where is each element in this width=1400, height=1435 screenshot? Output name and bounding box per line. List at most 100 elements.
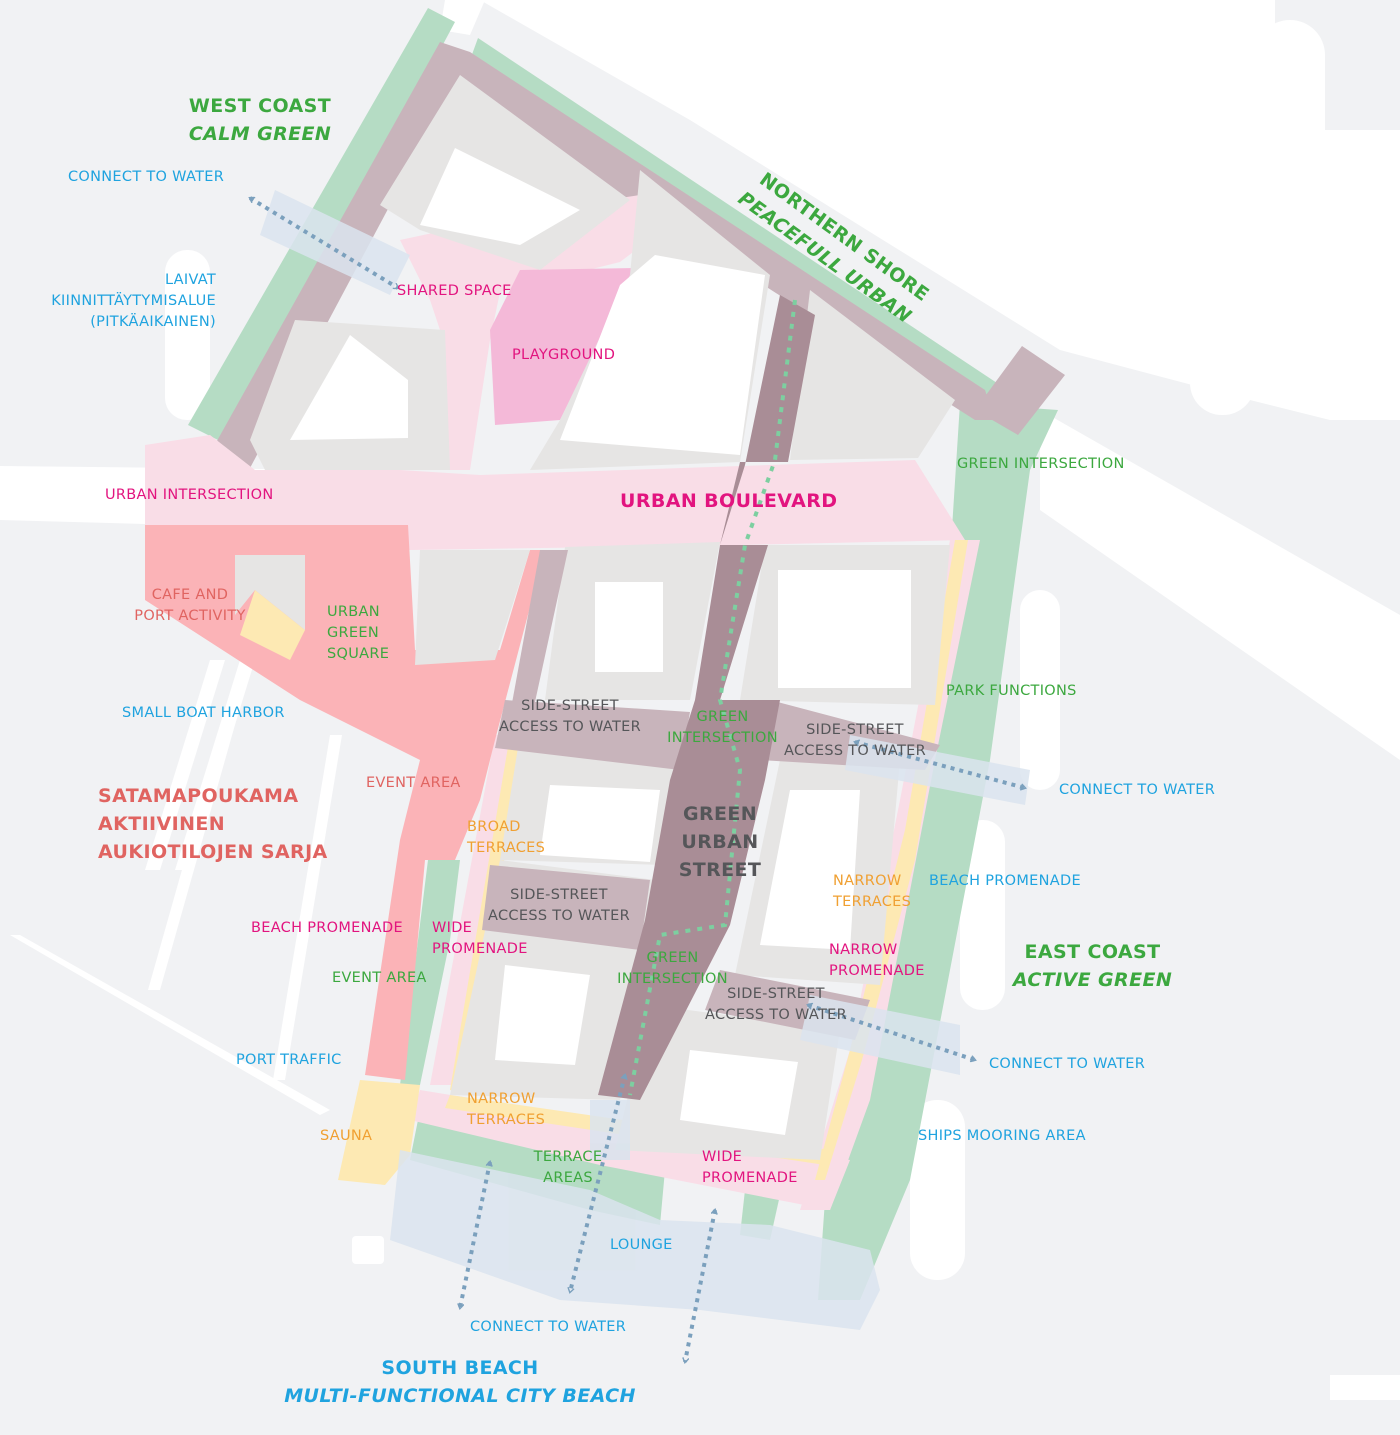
label-np-line2: PROMENADE xyxy=(829,963,925,979)
label-urban-green-square: URBAN GREEN SQUARE xyxy=(327,602,389,665)
title-west-coast: WEST COAST CALM GREEN xyxy=(180,92,340,148)
upper-side-street xyxy=(508,550,568,725)
label-gi1-line1: GREEN xyxy=(696,709,749,725)
label-urban-intersection: URBAN INTERSECTION xyxy=(105,487,274,503)
label-laivat: LAIVAT KIINNITTÄYTYMISALUE (PITKÄAIKAINE… xyxy=(30,270,216,333)
title-gus-line2: URBAN xyxy=(681,831,759,853)
label-laivat-line3: (PITKÄAIKAINEN) xyxy=(90,314,216,330)
court-r3 xyxy=(495,965,590,1065)
label-ss2-line1: SIDE-STREET xyxy=(806,722,904,738)
title-south-beach: SOUTH BEACH MULTI-FUNCTIONAL CITY BEACH xyxy=(280,1354,640,1410)
court-r4 xyxy=(680,1050,798,1135)
quay-w xyxy=(148,700,242,990)
pier-e-3 xyxy=(910,1100,965,1280)
label-wpw-line2: PROMENADE xyxy=(432,941,528,957)
court-r1 xyxy=(540,785,660,862)
title-east-coast-line2: ACTIVE GREEN xyxy=(1012,969,1173,991)
court-nn xyxy=(560,255,765,455)
court-nw xyxy=(420,148,580,245)
title-satamapoukama-line2: AKTIIVINEN xyxy=(98,813,226,835)
label-event-area-2: EVENT AREA xyxy=(332,970,427,986)
label-side-street-3: SIDE-STREET ACCESS TO WATER xyxy=(484,885,634,927)
label-ta-line1: TERRACE xyxy=(533,1149,603,1165)
title-east-coast: EAST COAST ACTIVE GREEN xyxy=(1000,938,1185,994)
title-west-coast-line1: WEST COAST xyxy=(188,95,332,117)
pier-ne-2 xyxy=(1190,265,1255,415)
label-ss3-line2: ACCESS TO WATER xyxy=(488,908,630,924)
label-green-intersection-1: GREEN INTERSECTION xyxy=(660,707,785,749)
label-narrow-promenade: NARROW PROMENADE xyxy=(829,940,925,982)
north-shore-band xyxy=(470,38,1000,400)
label-broad-terraces: BROAD TERRACES xyxy=(467,817,545,859)
bollard-s xyxy=(352,1236,384,1264)
event-area-red xyxy=(145,525,545,1080)
label-green-intersection-2: GREEN INTERSECTION xyxy=(610,948,735,990)
arrow-s-1 xyxy=(460,1162,490,1308)
label-ss1-line1: SIDE-STREET xyxy=(521,698,619,714)
label-ss3-line1: SIDE-STREET xyxy=(510,887,608,903)
label-ss2-line2: ACCESS TO WATER xyxy=(784,743,926,759)
label-lounge: LOUNGE xyxy=(610,1237,673,1253)
label-gi2-line2: INTERSECTION xyxy=(617,971,728,987)
east-road xyxy=(1040,410,1400,760)
land-areas xyxy=(0,0,1400,1400)
label-gi2-line1: GREEN xyxy=(646,950,699,966)
title-south-beach-line1: SOUTH BEACH xyxy=(381,1357,539,1379)
label-laivat-line2: KIINNITTÄYTYMISALUE xyxy=(51,293,216,309)
urban-boulevard xyxy=(145,435,965,550)
title-satamapoukama: SATAMAPOUKAMA AKTIIVINEN AUKIOTILOJEN SA… xyxy=(98,782,328,866)
title-satamapoukama-line1: SATAMAPOUKAMA xyxy=(98,785,299,807)
label-ugs-line2: GREEN xyxy=(327,625,379,641)
label-wpw-line1: WIDE xyxy=(432,920,473,936)
label-nts-line1: NARROW xyxy=(467,1091,536,1107)
pier-w-1 xyxy=(165,250,210,420)
label-narrow-terraces-e: NARROW TERRACES xyxy=(833,871,911,913)
label-cafe-line1: CAFE AND xyxy=(151,587,229,603)
label-beach-promenade-e: BEACH PROMENADE xyxy=(929,873,1081,889)
arrow-s-3 xyxy=(685,1210,715,1362)
west-event-green xyxy=(400,860,460,1085)
label-small-boat-harbor: SMALL BOAT HARBOR xyxy=(122,705,285,721)
label-ss4-line2: ACCESS TO WATER xyxy=(705,1007,847,1023)
label-cafe: CAFE AND PORT ACTIVITY xyxy=(120,585,260,627)
label-beach-promenade-w: BEACH PROMENADE xyxy=(251,920,403,936)
court-w xyxy=(290,335,408,440)
label-ugs-line3: SQUARE xyxy=(327,646,390,662)
label-bt-line2: TERRACES xyxy=(467,840,546,856)
label-park-functions: PARK FUNCTIONS xyxy=(946,683,1077,699)
east-coast-park xyxy=(818,403,1058,1300)
title-east-coast-line1: EAST COAST xyxy=(1024,941,1161,963)
label-wide-promenade-w: WIDE PROMENADE xyxy=(432,918,528,960)
block-square xyxy=(415,550,530,665)
label-connect-water-nw: CONNECT TO WATER xyxy=(68,169,225,185)
upper-spine xyxy=(440,292,500,470)
court-c1 xyxy=(595,582,663,672)
label-laivat-line1: LAIVAT xyxy=(164,272,216,288)
label-nts-line2: TERRACES xyxy=(467,1112,546,1128)
label-nte-line2: TERRACES xyxy=(833,894,912,910)
pier-ne-1 xyxy=(1255,20,1325,220)
title-urban-boulevard: URBAN BOULEVARD xyxy=(620,490,838,512)
title-west-coast-line2: CALM GREEN xyxy=(188,123,332,145)
title-south-beach-line2: MULTI-FUNCTIONAL CITY BEACH xyxy=(284,1385,636,1407)
label-terrace-areas: TERRACE AREAS xyxy=(513,1147,623,1189)
label-side-street-4: SIDE-STREET ACCESS TO WATER xyxy=(701,984,851,1026)
label-ships-mooring-area: SHIPS MOORING AREA xyxy=(918,1128,1086,1144)
side-street-3 xyxy=(482,865,650,950)
label-event-area-1: EVENT AREA xyxy=(366,775,461,791)
label-bt-line1: BROAD xyxy=(467,819,521,835)
block-cafe xyxy=(235,555,305,630)
north-land xyxy=(480,0,1400,420)
title-gus-line1: GREEN xyxy=(682,803,758,825)
lounge-water xyxy=(390,1150,880,1330)
side-street-1 xyxy=(495,700,690,770)
label-side-street-2: SIDE-STREET ACCESS TO WATER xyxy=(780,720,930,762)
label-connect-water-s: CONNECT TO WATER xyxy=(470,1319,627,1335)
green-urban-street xyxy=(598,295,815,1100)
arrow-se xyxy=(808,1005,975,1060)
cafe-terrace xyxy=(240,590,305,660)
pier-e-2 xyxy=(960,820,1005,1010)
label-connect-water-e: CONNECT TO WATER xyxy=(1059,782,1216,798)
label-wps-line1: WIDE xyxy=(702,1149,743,1165)
